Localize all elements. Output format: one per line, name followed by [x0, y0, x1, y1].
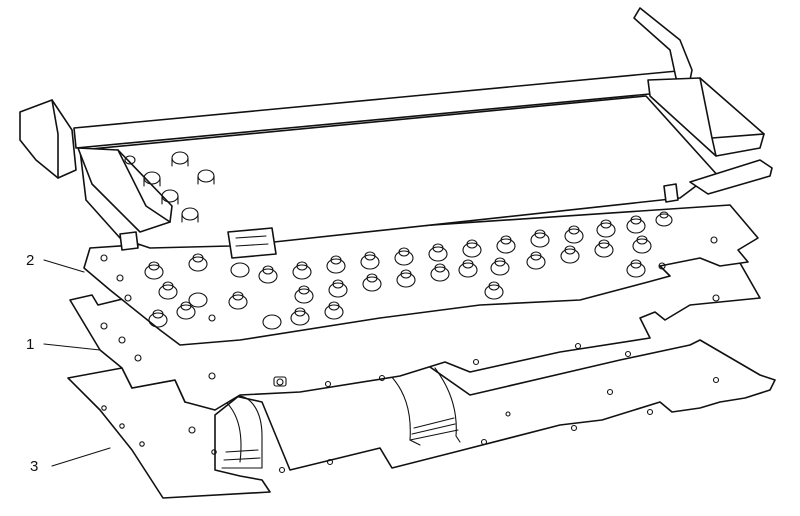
- board-standoffs: [124, 151, 215, 223]
- callout-leaders: [43, 259, 111, 467]
- keypad-buttons: [100, 211, 718, 330]
- callout-1-label: 1: [26, 336, 34, 353]
- middle-plate-holes: [100, 294, 720, 388]
- top-frame-assembly: [19, 7, 773, 259]
- callout-3-label: 3: [30, 458, 38, 475]
- bottom-sheet-holes: [101, 376, 720, 474]
- bottom-circuit-sheet: [67, 339, 776, 499]
- callout-2-label: 2: [26, 252, 34, 269]
